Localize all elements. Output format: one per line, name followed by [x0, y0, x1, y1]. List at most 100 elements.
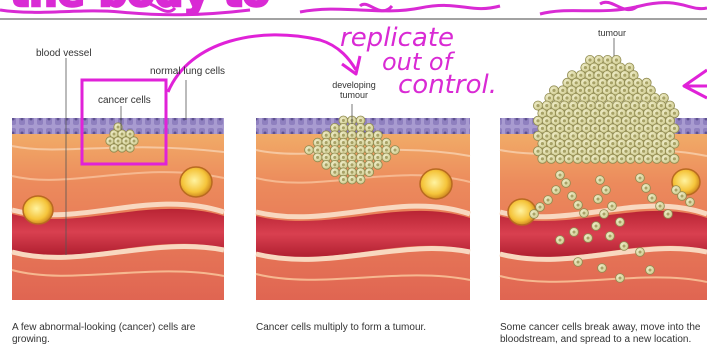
spreading-cell-nucleus: [564, 181, 567, 184]
tumour-cell-nucleus: [563, 134, 566, 137]
label-developing-line1: developing: [330, 80, 378, 90]
tumour-cell-nucleus: [350, 134, 353, 137]
tumour-cell-nucleus: [611, 157, 614, 160]
caption-panel-1-line2: growing.: [12, 334, 242, 346]
tumour-cell-nucleus: [580, 119, 583, 122]
tumour-cell-nucleus: [325, 141, 328, 144]
tumour-cell-nucleus: [368, 126, 371, 129]
spreading-cell-nucleus: [666, 212, 669, 215]
cancer-cell-nucleus: [121, 133, 124, 136]
tumour-cell-nucleus: [627, 81, 630, 84]
tumour-cell-nucleus: [642, 104, 645, 107]
tumour-cell-nucleus: [545, 134, 548, 137]
caption-panel-1: A few abnormal-looking (cancer) cells ar…: [12, 322, 242, 346]
tumour-cell-nucleus: [385, 156, 388, 159]
tumour-cell-nucleus: [618, 96, 621, 99]
tumour-cell-nucleus: [601, 81, 604, 84]
tumour-cell-nucleus: [307, 148, 310, 151]
tumour-cell-nucleus: [673, 157, 676, 160]
tumour-cell-nucleus: [616, 150, 619, 153]
tumour-cell-nucleus: [359, 178, 362, 181]
tumour-cell-nucleus: [554, 104, 557, 107]
tumour-cell-nucleus: [359, 163, 362, 166]
tumour-cell-nucleus: [651, 119, 654, 122]
tumour-cell-nucleus: [376, 148, 379, 151]
tumour-cell-nucleus: [646, 142, 649, 145]
tumour-cell-nucleus: [548, 96, 551, 99]
tumour-cell-nucleus: [550, 127, 553, 130]
tumour-cell-nucleus: [602, 112, 605, 115]
tumour-cell-nucleus: [368, 134, 371, 137]
tumour-cell-nucleus: [376, 163, 379, 166]
spreading-cell-nucleus: [688, 200, 691, 203]
tumour-cell-nucleus: [589, 119, 592, 122]
cancer-cell-nucleus: [129, 147, 132, 150]
tumour-cell-nucleus: [638, 142, 641, 145]
tumour-cell-nucleus: [368, 141, 371, 144]
cancer-cell-nucleus: [121, 147, 124, 150]
tumour-cell-nucleus: [550, 157, 553, 160]
tumour-cell-nucleus: [574, 96, 577, 99]
tumour-cell-nucleus: [350, 163, 353, 166]
tumour-cell-nucleus: [585, 112, 588, 115]
tumour-cell-nucleus: [602, 157, 605, 160]
cancer-cell-nucleus: [113, 133, 116, 136]
panel-1-fat-cell-2: [180, 167, 212, 197]
tumour-cell-nucleus: [333, 156, 336, 159]
caption-panel-3: Some cancer cells break away, move into …: [500, 322, 707, 346]
tumour-cell-nucleus: [602, 127, 605, 130]
tumour-cell-nucleus: [584, 66, 587, 69]
tumour-cell-nucleus: [545, 150, 548, 153]
panel-2-fat-cell: [420, 169, 452, 199]
tumour-cell-nucleus: [572, 119, 575, 122]
tumour-cell-nucleus: [619, 66, 622, 69]
cancer-cell-nucleus: [133, 140, 136, 143]
tumour-cell-nucleus: [368, 171, 371, 174]
tumour-cell-nucleus: [655, 157, 658, 160]
tumour-cell-nucleus: [557, 96, 560, 99]
tumour-cell-nucleus: [628, 66, 631, 69]
spreading-cell-nucleus: [582, 211, 585, 214]
spreading-cell-nucleus: [570, 194, 573, 197]
tumour-cell-nucleus: [563, 150, 566, 153]
tumour-cell-nucleus: [660, 150, 663, 153]
tumour-cell-nucleus: [572, 104, 575, 107]
cancer-cell-nucleus: [117, 140, 120, 143]
tumour-cell-nucleus: [579, 74, 582, 77]
spreading-cell-nucleus: [576, 203, 579, 206]
cancer-cell-nucleus: [109, 140, 112, 143]
tumour-cell-nucleus: [633, 119, 636, 122]
tumour-cell-nucleus: [541, 127, 544, 130]
tumour-cell-nucleus: [668, 119, 671, 122]
tumour-cell-nucleus: [558, 127, 561, 130]
tumour-cell-nucleus: [609, 96, 612, 99]
tumour-cell-nucleus: [624, 104, 627, 107]
tumour-cell-nucleus: [640, 89, 643, 92]
tumour-cell-nucleus: [651, 134, 654, 137]
panel-1-fat-cell-1: [23, 196, 53, 224]
tumour-cell-nucleus: [607, 150, 610, 153]
spreading-cell-nucleus: [594, 224, 597, 227]
tumour-cell-nucleus: [552, 89, 555, 92]
tumour-cell-nucleus: [602, 142, 605, 145]
tumour-cell-nucleus: [342, 156, 345, 159]
tumour-cell-nucleus: [572, 134, 575, 137]
tumour-cell-nucleus: [606, 58, 609, 61]
tumour-cell-nucleus: [624, 150, 627, 153]
replicate-text-line3: control.: [398, 70, 497, 100]
tumour-cell-nucleus: [597, 58, 600, 61]
tumour-cell-nucleus: [325, 163, 328, 166]
caption-panel-1-line1: A few abnormal-looking (cancer) cells ar…: [12, 322, 242, 334]
spreading-cell-nucleus: [586, 236, 589, 239]
tumour-cell-nucleus: [594, 142, 597, 145]
tumour-cell-nucleus: [359, 156, 362, 159]
tumour-cell-nucleus: [350, 126, 353, 129]
tumour-cell-nucleus: [536, 104, 539, 107]
tumour-cell-nucleus: [536, 150, 539, 153]
tumour-cell-nucleus: [342, 163, 345, 166]
tumour-cell-nucleus: [333, 171, 336, 174]
tumour-cell-nucleus: [642, 119, 645, 122]
tumour-cell-nucleus: [359, 119, 362, 122]
tumour-cell-nucleus: [616, 104, 619, 107]
